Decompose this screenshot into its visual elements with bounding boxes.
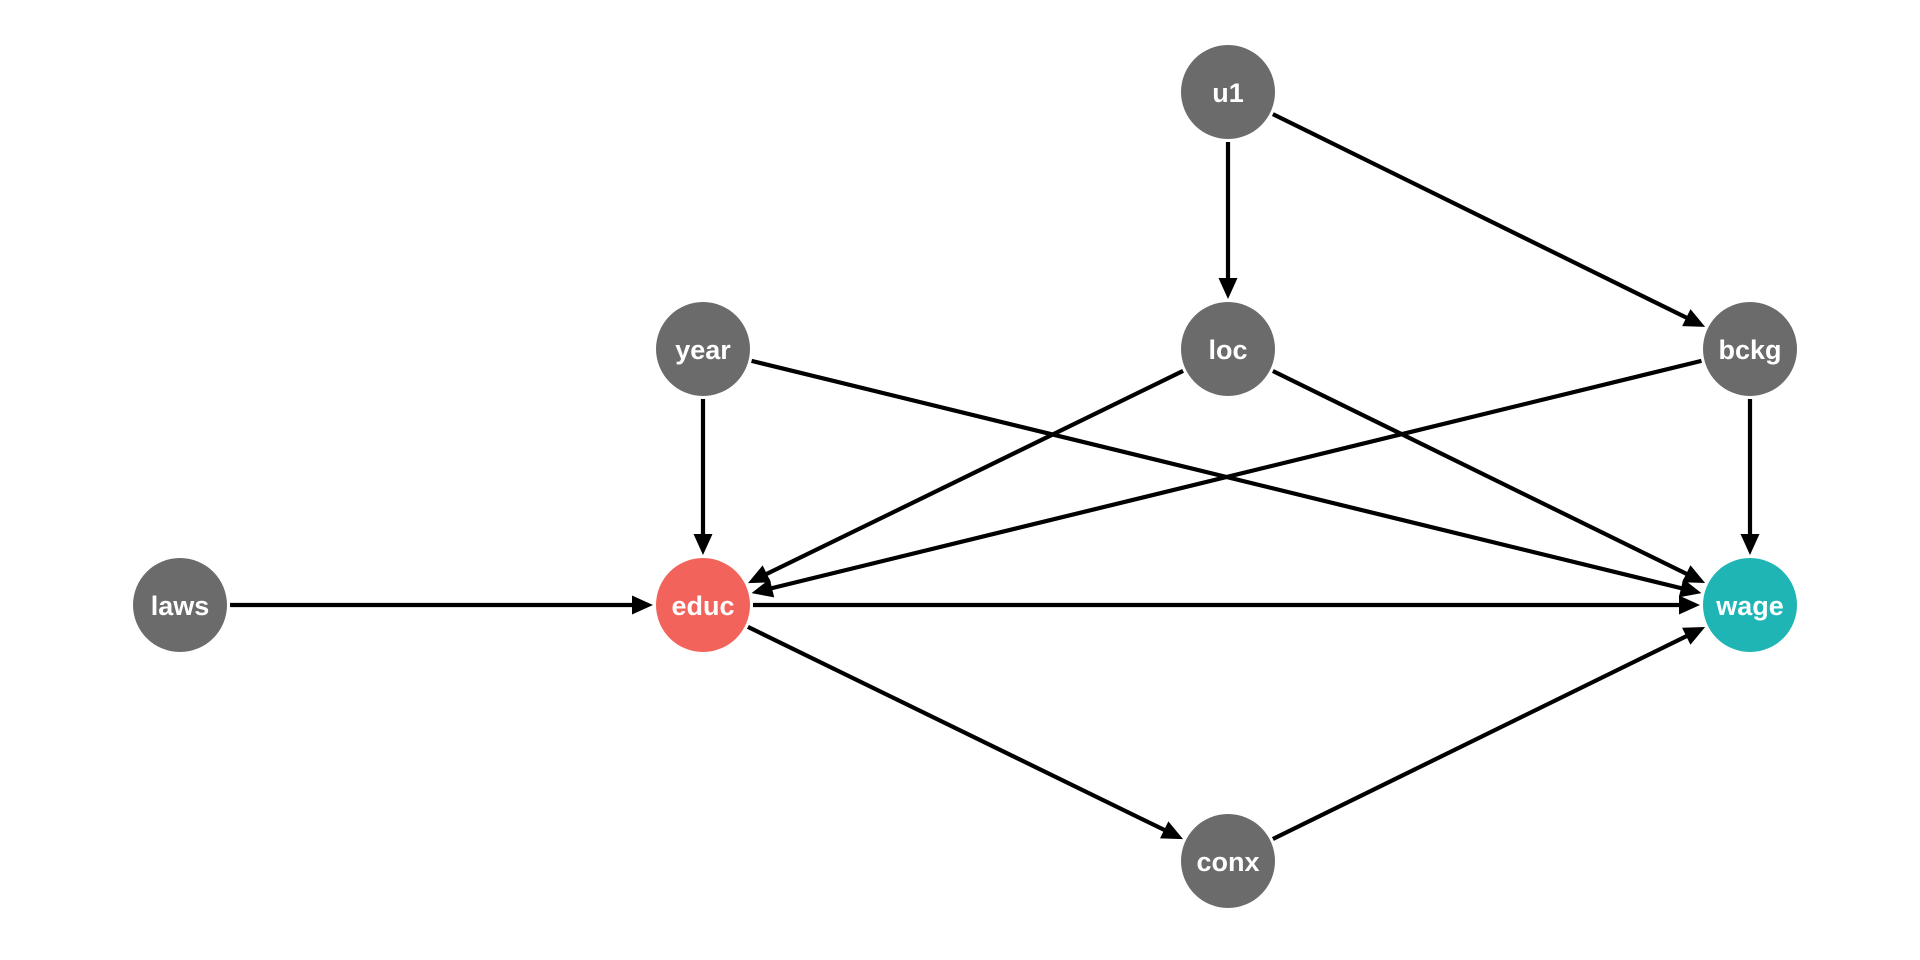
edge-arrowhead [632,595,653,615]
node-circle-year[interactable] [656,302,750,396]
node-circle-loc[interactable] [1181,302,1275,396]
node-circle-wage[interactable] [1703,558,1797,652]
node-circle-laws[interactable] [133,558,227,652]
edge-conx-to-wage [1271,627,1706,841]
node-u1[interactable]: u1 [1181,45,1275,139]
edge-layer [230,112,1760,841]
edge-arrowhead [1740,534,1760,555]
edge-educ-to-conx [747,625,1184,840]
node-circle-educ[interactable] [656,558,750,652]
node-circle-u1[interactable] [1181,45,1275,139]
edge-arrowhead [1218,278,1238,299]
edge-year-to-educ [693,399,713,555]
edge-arrowhead [751,578,775,598]
edge-year-to-wage [751,358,1702,598]
edge-arrowhead [1160,821,1184,840]
node-laws[interactable]: laws [133,558,227,652]
edge-laws-to-educ [230,595,653,615]
edge-shaft [1271,633,1689,841]
edge-educ-to-wage [753,595,1700,615]
edge-loc-to-educ [747,369,1184,584]
edge-arrowhead [693,534,713,555]
node-year[interactable]: year [656,302,750,396]
node-circle-bckg[interactable] [1703,302,1797,396]
edge-shaft [764,369,1184,577]
node-loc[interactable]: loc [1181,302,1275,396]
node-bckg[interactable]: bckg [1703,302,1797,396]
edge-shaft [1271,112,1689,321]
edge-arrowhead [747,565,771,584]
edge-u1-to-bckg [1271,112,1706,327]
edge-arrowhead [1682,565,1706,583]
node-wage[interactable]: wage [1703,558,1797,652]
edge-arrowhead [1678,578,1702,598]
edge-arrowhead [1679,595,1700,615]
edge-shaft [747,625,1167,833]
edge-shaft [751,358,1683,591]
node-educ[interactable]: educ [656,558,750,652]
node-conx[interactable]: conx [1181,814,1275,908]
edge-shaft [1271,369,1689,577]
edge-bckg-to-educ [751,358,1702,598]
edge-bckg-to-wage [1740,399,1760,555]
edge-u1-to-loc [1218,142,1238,299]
node-circle-conx[interactable] [1181,814,1275,908]
edge-shaft [770,358,1702,591]
edge-arrowhead [1682,309,1706,327]
edge-arrowhead [1682,627,1706,645]
edge-loc-to-wage [1271,369,1706,583]
